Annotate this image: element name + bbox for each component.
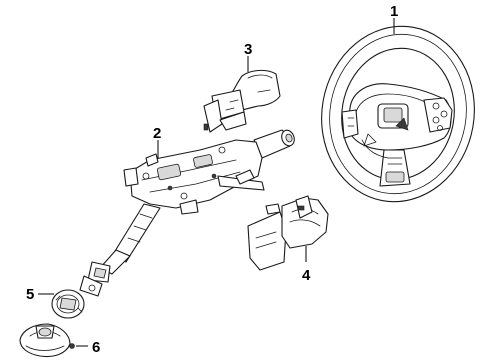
steering-column	[79, 129, 295, 297]
column-boot	[19, 323, 75, 358]
callout-3: 3	[244, 41, 252, 58]
callout-4: 4	[302, 267, 311, 284]
upper-column-shroud	[203, 69, 281, 133]
callout-5: 5	[26, 286, 34, 303]
column-seal	[51, 289, 85, 319]
callout-1: 1	[390, 3, 398, 20]
callout-6: 6	[92, 339, 100, 356]
steering-wheel	[321, 25, 475, 203]
lower-column-shroud	[247, 195, 329, 271]
leader-lines	[38, 18, 395, 347]
callout-labels: 1 2 3 4 5 6	[26, 3, 398, 356]
callout-2: 2	[153, 125, 161, 142]
